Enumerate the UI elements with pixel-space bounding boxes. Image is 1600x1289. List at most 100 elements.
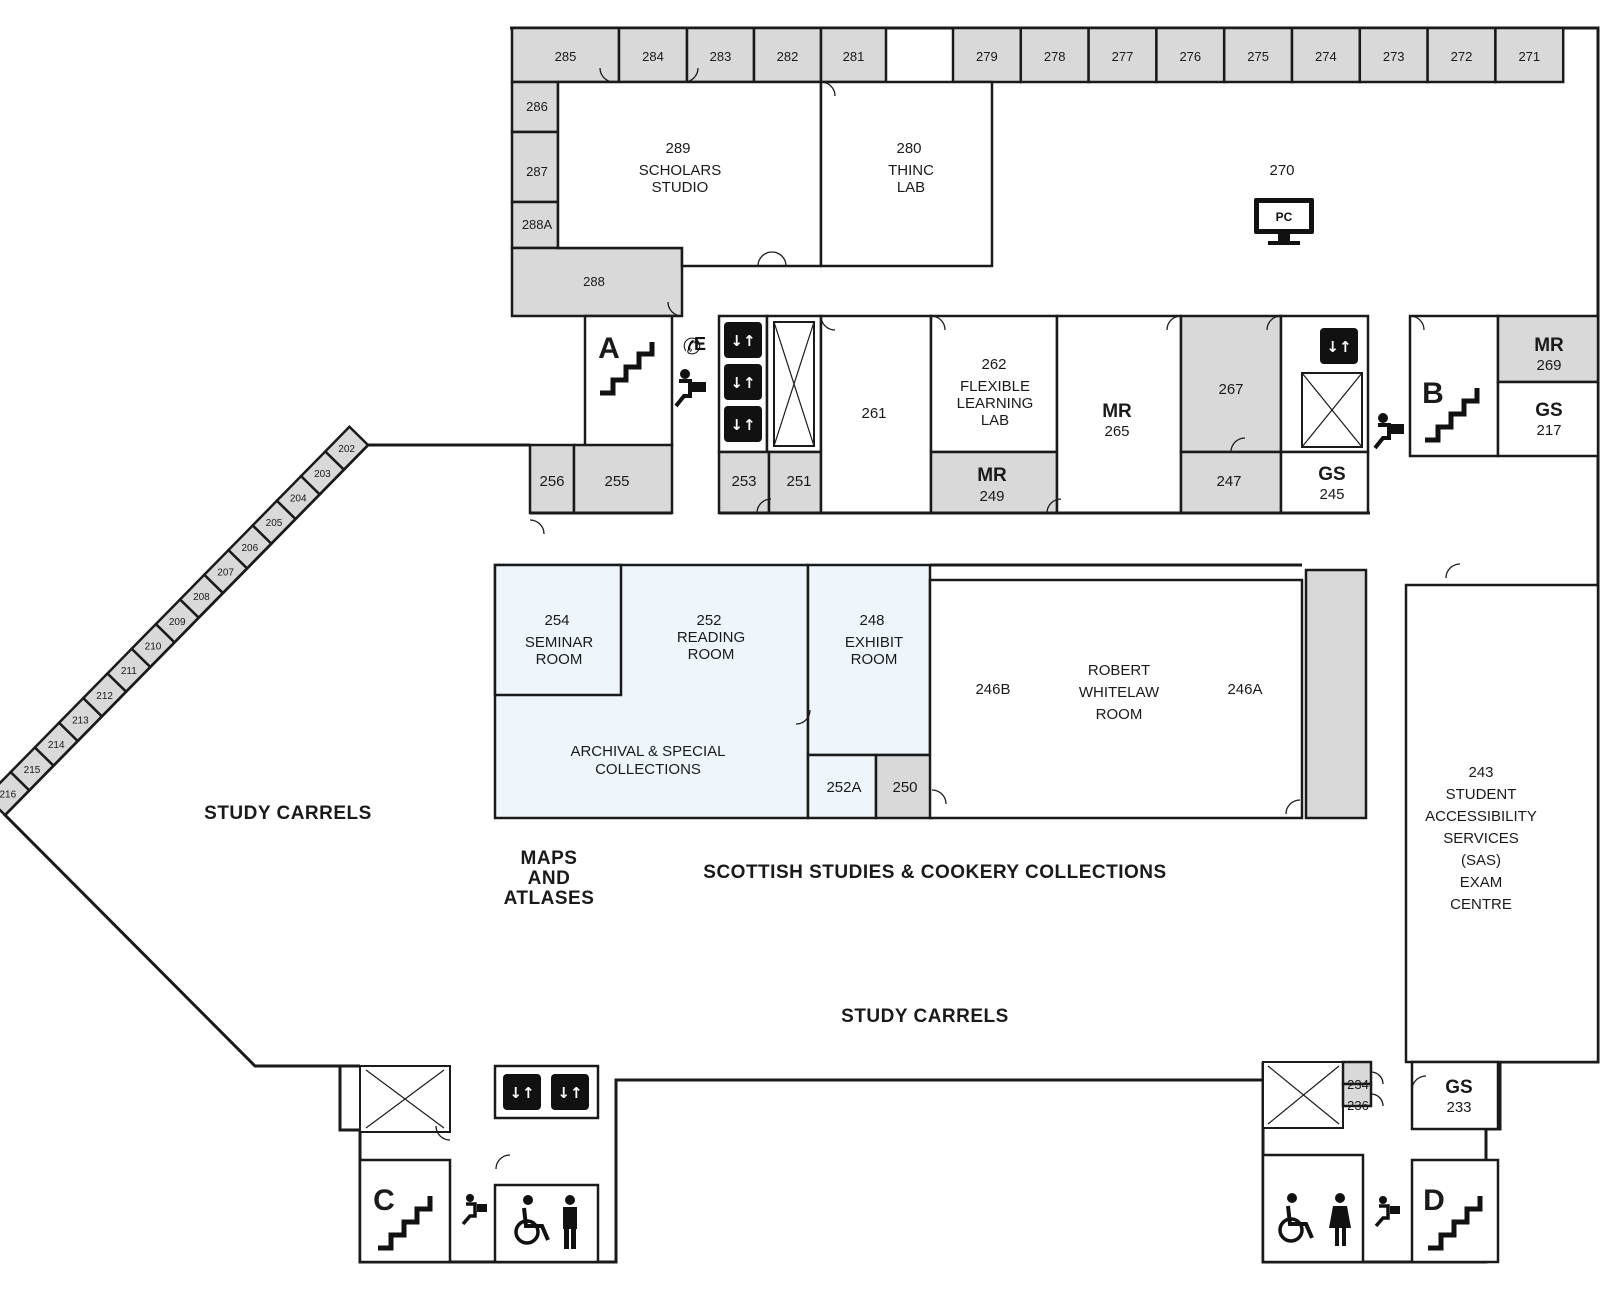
room-245-gs[interactable] [1279,450,1370,515]
label-284: 284 [642,49,664,64]
label-sas-4: SERVICES [1443,830,1519,847]
label-251: 251 [786,473,811,490]
svg-text:✆: ✆ [683,335,701,360]
elevator-icon: ↓↑ [1320,328,1358,364]
label-study-carrels-left: STUDY CARRELS [204,803,372,824]
room-274[interactable] [1290,26,1362,84]
label-233-tag: GS [1445,1077,1472,1098]
label-209: 209 [169,617,186,628]
label-270: 270 [1269,162,1294,179]
label-289-name1: SCHOLARS [639,162,722,179]
room-256[interactable] [528,443,576,515]
label-265: 265 [1104,423,1129,440]
label-217: 217 [1536,422,1561,439]
label-252: 252 [696,612,721,629]
label-208: 208 [193,592,210,603]
label-sas-2: STUDENT [1446,786,1517,803]
elevator-arrows-sw1: ↓↑ [509,1084,534,1102]
stair-b[interactable] [1408,314,1500,458]
label-sas-5: (SAS) [1461,852,1501,869]
room-262-flexible-learning-lab[interactable] [929,314,1059,454]
label-252-name2: ROOM [688,646,735,663]
label-280-name2: LAB [897,179,925,196]
room-255[interactable] [572,443,674,515]
label-289: 289 [665,140,690,157]
label-256: 256 [539,473,564,490]
label-276: 276 [1179,49,1201,64]
room-275[interactable] [1222,26,1294,84]
room-243-sas-exam-centre[interactable] [1404,583,1600,1064]
label-scottish-studies: SCOTTISH STUDIES & COOKERY COLLECTIONS [703,862,1166,883]
elevator-icon-group: ↓↑↓↑↓↑ [724,322,762,442]
room-236[interactable] [1341,1082,1373,1108]
pc-label: PC [1276,210,1293,224]
door-swings [435,67,1461,1170]
room-272[interactable] [1426,26,1497,84]
accessible-restroom-se[interactable] [1261,1153,1365,1264]
label-213: 213 [72,716,89,727]
room-246-robert-whitelaw[interactable] [928,578,1304,820]
label-252a: 252A [826,779,861,796]
label-234: 234 [1347,1077,1369,1092]
computer-icon: PC [1254,198,1314,245]
water-fountain-icon [1373,413,1404,450]
stair-d[interactable] [1410,1158,1500,1264]
label-281: 281 [843,49,865,64]
room-252a[interactable] [806,753,878,820]
label-236: 236 [1347,1098,1369,1113]
accessible-restroom-icon [1278,1193,1351,1246]
label-207: 207 [217,568,234,579]
room-254-seminar-room[interactable] [493,563,623,697]
label-286: 286 [526,99,548,114]
storage-strip [1304,568,1368,820]
label-maps-1: MAPS [521,848,578,869]
label-278: 278 [1044,49,1066,64]
label-282: 282 [777,49,799,64]
room-265-mr[interactable] [1055,314,1183,515]
stairs-icon [600,342,655,396]
label-study-carrels-bottom: STUDY CARRELS [841,1006,1009,1027]
label-245: 245 [1319,486,1344,503]
stair-c[interactable] [358,1158,452,1264]
label-280: 280 [896,140,921,157]
room-279[interactable] [951,26,1023,84]
label-262-name2: LEARNING [957,395,1034,412]
room-280-thinc-lab[interactable] [819,80,994,268]
room-217-gs[interactable] [1496,380,1600,458]
label-214: 214 [48,740,65,751]
room-261[interactable] [819,314,933,515]
label-254: 254 [544,612,569,629]
room-281[interactable] [819,26,888,84]
label-245-tag: GS [1318,464,1345,485]
label-269: 269 [1536,357,1561,374]
label-269-tag: MR [1534,335,1564,356]
label-210: 210 [145,642,162,653]
label-sas-6: EXAM [1460,874,1503,891]
label-280-name1: THINC [888,162,934,179]
label-265-tag: MR [1102,401,1132,422]
room-273[interactable] [1358,26,1429,84]
emergency-phone-letter: E [694,334,706,354]
accessible-restroom-sw[interactable] [493,1183,600,1264]
label-248-name2: ROOM [851,651,898,668]
label-whitelaw-3: ROOM [1096,706,1143,723]
water-fountain-icon [674,369,706,408]
accessible-restroom-icon [514,1195,577,1249]
label-267: 267 [1218,381,1243,398]
water-fountain-icon [1374,1196,1400,1228]
room-250[interactable] [874,753,934,820]
elevator-arrows-sw2: ↓↑ [557,1084,582,1102]
label-272: 272 [1451,49,1473,64]
label-285: 285 [555,49,577,64]
label-203: 203 [314,469,331,480]
label-250: 250 [892,779,917,796]
room-283[interactable] [685,26,756,84]
label-247: 247 [1216,473,1241,490]
elevator-arrows-3: ↓↑ [730,416,755,434]
room-216[interactable] [0,770,31,817]
room-233-gs[interactable] [1410,1060,1500,1131]
room-271[interactable] [1494,26,1565,84]
label-262-name3: LAB [981,412,1009,429]
label-261: 261 [861,405,886,422]
